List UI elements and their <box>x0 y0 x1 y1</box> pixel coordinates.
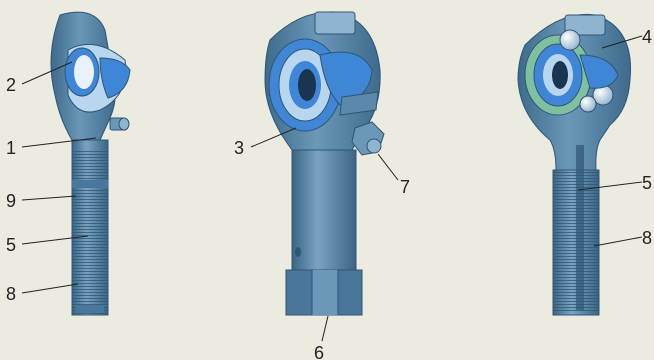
callout-1: 1 <box>6 138 16 158</box>
callout-7: 7 <box>400 177 410 197</box>
callout-4: 4 <box>642 27 652 47</box>
grease-nipple-left <box>110 118 129 130</box>
rod-end-right <box>518 14 631 315</box>
rod-end-left <box>51 12 130 315</box>
callout-5-right: 5 <box>642 173 652 193</box>
callout-8-right: 8 <box>642 228 652 248</box>
rod-end-middle <box>265 12 384 315</box>
grease-nipple-middle <box>352 122 384 155</box>
callout-8-left: 8 <box>6 284 16 304</box>
callout-9: 9 <box>6 191 16 211</box>
callout-3: 3 <box>234 138 244 158</box>
callout-5-left: 5 <box>6 235 16 255</box>
callout-2-left: 2 <box>6 75 16 95</box>
callout-6: 6 <box>314 343 324 360</box>
